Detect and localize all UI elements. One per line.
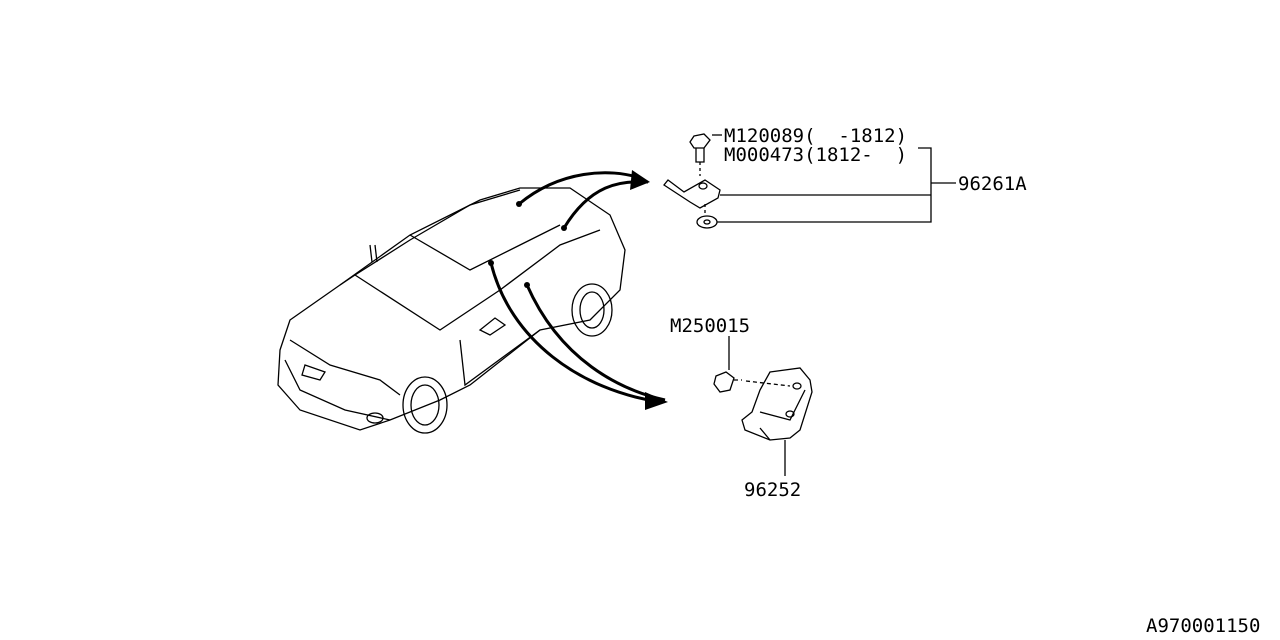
part-label-96252: 96252 bbox=[744, 479, 801, 501]
location-arrow-lower bbox=[489, 262, 666, 404]
part-label-96261a: 96261A bbox=[958, 173, 1027, 195]
part-label-m250015: M250015 bbox=[670, 315, 750, 337]
bracket-96252-illustration bbox=[713, 336, 813, 476]
figure-code: A970001150 bbox=[1146, 615, 1260, 637]
part-label-m120089: M120089( -1812) bbox=[724, 125, 907, 147]
part-label-m000473: M000473(1812- ) bbox=[724, 144, 907, 166]
car-illustration bbox=[277, 187, 626, 434]
location-arrow-upper bbox=[518, 171, 649, 229]
bracket-96261a-illustration bbox=[663, 133, 956, 229]
